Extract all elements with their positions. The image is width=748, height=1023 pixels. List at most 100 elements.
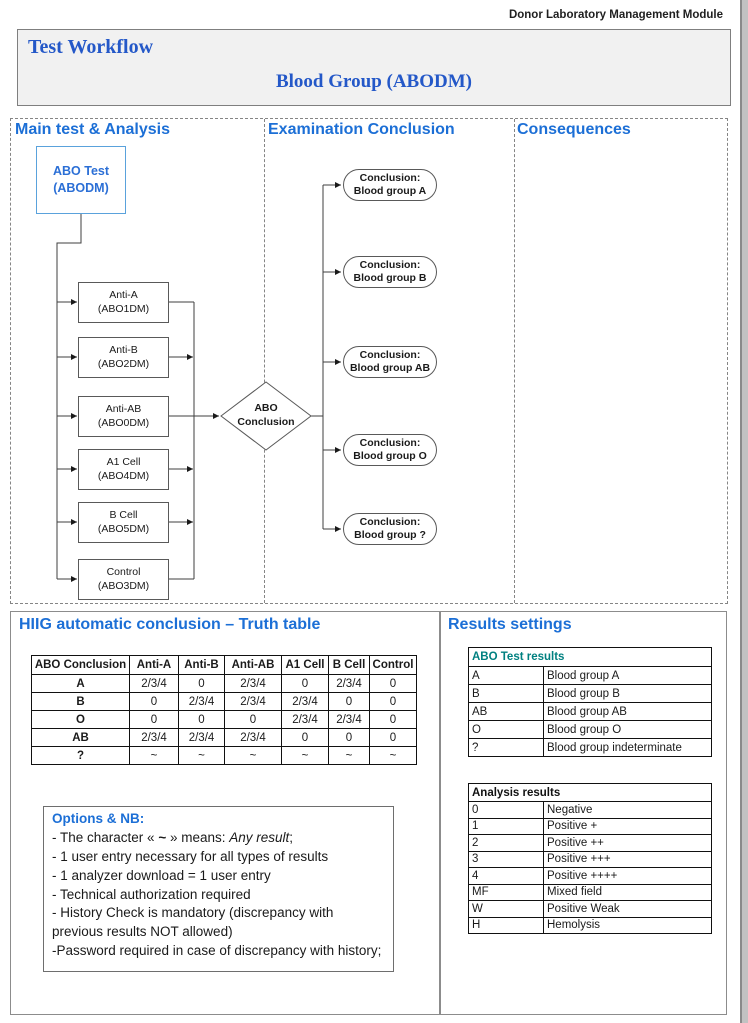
cell: 2/3/4 [328, 710, 370, 729]
cell: Positive + [543, 817, 712, 835]
node-control: Control (ABO3DM) [78, 559, 169, 600]
cell: A [468, 666, 544, 685]
node-label: Conclusion: [359, 348, 421, 361]
cell: 2/3/4 [224, 674, 282, 693]
node-label: (ABO0DM) [97, 416, 150, 429]
note-line: - Technical authorization required [52, 886, 251, 902]
cell: Mixed field [543, 883, 712, 901]
test-title: Blood Group (ABODM) [275, 71, 472, 92]
cell: 0 [281, 728, 329, 747]
cell: ~ [281, 746, 329, 765]
abo-test-results-table: ABO Test results A Blood group A B Blood… [468, 647, 712, 757]
cell: H [468, 916, 544, 934]
cell: 2/3/4 [178, 692, 225, 711]
cell: 2/3/4 [178, 728, 225, 747]
table-row: ? ~ ~ ~ ~ ~ ~ [31, 746, 417, 765]
table-row: O 0 0 0 2/3/4 2/3/4 0 [31, 710, 417, 729]
node-label: Blood group ? [354, 529, 426, 541]
cell: 0 [369, 728, 417, 747]
cell: 2/3/4 [224, 728, 282, 747]
options-title: Options & NB: [52, 811, 145, 826]
cell: 2 [468, 834, 544, 852]
cell: 2/3/4 [328, 674, 370, 693]
cell: 0 [281, 674, 329, 693]
cell: ~ [328, 746, 370, 765]
node-conclusion-blood-group-unknown: Conclusion: Blood group ? [343, 513, 437, 545]
node-label: (ABO3DM) [97, 579, 150, 592]
column-divider [264, 119, 265, 603]
cell: MF [468, 883, 544, 901]
module-title: Donor Laboratory Management Module [508, 9, 723, 21]
cell: B [468, 684, 544, 703]
row-label: ? [31, 746, 130, 765]
node-label: B Cell [109, 508, 138, 521]
connector-lines [56, 182, 341, 582]
cell: Blood group O [543, 720, 712, 739]
node-anti-ab: Anti-AB (ABO0DM) [78, 396, 169, 437]
cell: 0 [178, 710, 225, 729]
column-divider [514, 119, 515, 603]
node-label: (ABO1DM) [97, 302, 150, 315]
decision-diamond-shape [220, 381, 312, 451]
node-label: Conclusion: [359, 171, 421, 184]
cell: Positive Weak [543, 900, 712, 918]
cell: Blood group B [543, 684, 712, 703]
table-row: A 2/3/4 0 2/3/4 0 2/3/4 0 [31, 674, 417, 693]
table-header-row: Analysis results [468, 783, 712, 802]
node-label: Blood group O [353, 450, 427, 462]
cell: W [468, 900, 544, 918]
table-row: AB Blood group AB [468, 702, 712, 721]
cell: ? [468, 738, 544, 757]
cell: 0 [369, 710, 417, 729]
node-abo-conclusion-decision: ABO Conclusion [221, 385, 311, 447]
node-label: Anti-A [109, 288, 138, 301]
cell: Blood group A [543, 666, 712, 685]
column-header: ABO Conclusion [31, 655, 130, 675]
node-conclusion-blood-group-b: Conclusion: Blood group B [343, 256, 437, 288]
node-label: (ABODM) [53, 181, 109, 195]
note-line: - 1 user entry necessary for all types o… [52, 848, 329, 864]
cell: 0 [328, 692, 370, 711]
cell: O [468, 720, 544, 739]
cell: 0 [129, 692, 179, 711]
cell: ~ [224, 746, 282, 765]
column-header-main-test: Main test & Analysis [15, 121, 171, 138]
cell: 2/3/4 [281, 692, 329, 711]
note-line: - History Check is mandatory (discrepanc… [52, 905, 334, 940]
cell: ~ [129, 746, 179, 765]
note-line: - The character « ~ » means: Any result; [52, 829, 294, 845]
node-label: Control [106, 565, 141, 578]
cell: 0 [224, 710, 282, 729]
cell: 0 [129, 710, 179, 729]
column-header-consequences: Consequences [517, 121, 631, 138]
row-label: A [31, 674, 130, 693]
table-row: 3 Positive +++ [468, 850, 712, 868]
table-header-row: ABO Test results [468, 647, 712, 667]
table-row: B Blood group B [468, 684, 712, 703]
column-header: A1 Cell [281, 655, 329, 675]
node-label: Conclusion: [359, 436, 421, 449]
note-line: - 1 analyzer download = 1 user entry [52, 867, 271, 883]
node-conclusion-blood-group-ab: Conclusion: Blood group AB [343, 346, 437, 378]
node-label: (ABO2DM) [97, 357, 150, 370]
analysis-results-table: Analysis results 0 Negative 1 Positive +… [468, 783, 712, 934]
node-label: Conclusion: [359, 258, 421, 271]
table-row: MF Mixed field [468, 883, 712, 901]
table-header: ABO Test results [468, 647, 712, 667]
node-label: (ABO4DM) [97, 469, 150, 482]
node-b-cell: B Cell (ABO5DM) [78, 502, 169, 543]
node-label: Conclusion [237, 416, 295, 428]
page-edge [740, 0, 748, 1023]
node-a1-cell: A1 Cell (ABO4DM) [78, 449, 169, 490]
cell: 2/3/4 [281, 710, 329, 729]
node-label: Anti-B [109, 343, 138, 356]
node-label: Blood group AB [349, 362, 431, 374]
note-line: -Password required in case of discrepanc… [52, 943, 382, 959]
cell: Negative [543, 801, 712, 819]
cell: 2/3/4 [129, 728, 179, 747]
node-label: A1 Cell [106, 455, 141, 468]
results-settings-section: Results settings ABO Test results A Bloo… [440, 611, 727, 1015]
table-row: O Blood group O [468, 720, 712, 739]
truth-table: ABO Conclusion Anti-A Anti-B Anti-AB A1 … [31, 655, 417, 765]
workflow-diagram: Main test & Analysis Examination Conclus… [10, 118, 728, 604]
